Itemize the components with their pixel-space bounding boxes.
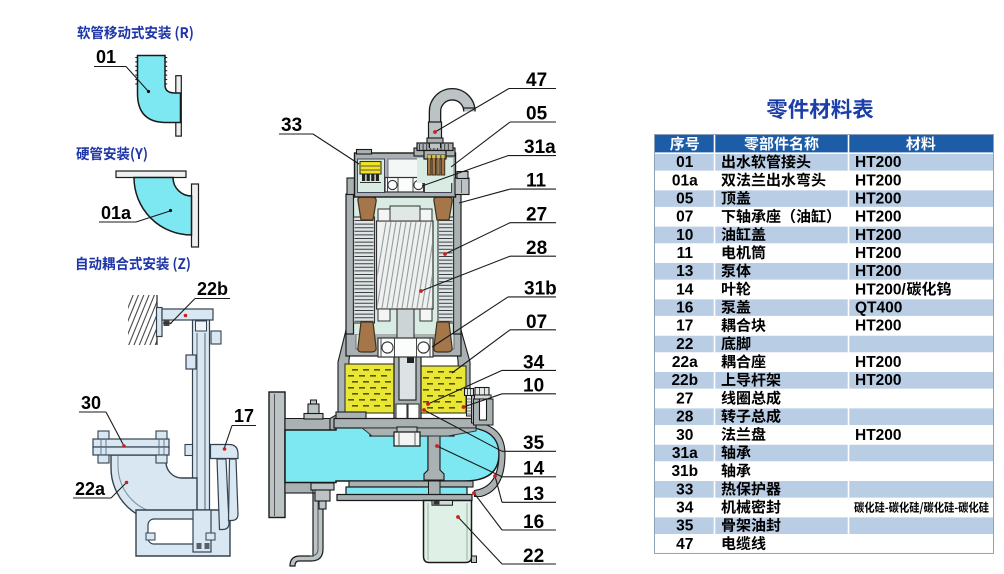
svg-text:14: 14 [523,459,545,480]
svg-text:33: 33 [281,115,302,136]
svg-text:31a: 31a [672,445,698,462]
svg-text:28: 28 [676,409,694,426]
svg-text:05: 05 [676,191,694,208]
svg-text:47: 47 [676,536,693,553]
svg-text:31b: 31b [524,279,557,300]
svg-text:22: 22 [676,336,693,353]
svg-text:34: 34 [676,499,694,516]
svg-text:34: 34 [523,352,545,373]
svg-text:HT200: HT200 [855,427,902,444]
svg-text:HT200: HT200 [855,209,902,226]
svg-text:01a: 01a [101,203,132,223]
svg-text:07: 07 [526,312,547,333]
svg-text:22: 22 [523,546,544,567]
svg-text:17: 17 [676,318,693,335]
svg-text:HT200: HT200 [855,245,902,262]
svg-text:47: 47 [526,70,547,91]
svg-text:33: 33 [676,481,694,498]
svg-text:30: 30 [81,393,101,413]
svg-text:HT200: HT200 [855,372,902,389]
svg-text:HT200: HT200 [855,172,902,189]
svg-text:05: 05 [526,104,548,125]
svg-text:27: 27 [526,204,547,225]
svg-text:QT400: QT400 [855,300,902,317]
svg-text:16: 16 [676,300,694,317]
svg-text:13: 13 [523,484,544,505]
svg-text:01: 01 [676,154,694,171]
svg-text:HT200: HT200 [855,354,902,371]
svg-text:HT200: HT200 [855,191,902,208]
svg-text:HT200: HT200 [855,263,902,280]
svg-text:11: 11 [526,171,547,192]
svg-text:22a: 22a [672,354,698,371]
svg-text:35: 35 [523,433,545,454]
svg-text:22b: 22b [197,279,228,299]
svg-text:13: 13 [676,263,694,280]
svg-text:10: 10 [676,227,693,244]
svg-text:22b: 22b [671,372,698,389]
svg-text:22a: 22a [75,479,106,499]
svg-text:01: 01 [96,47,116,67]
svg-text:HT200: HT200 [855,318,902,335]
svg-text:01a: 01a [672,172,698,189]
svg-text:31a: 31a [524,137,556,158]
svg-text:10: 10 [523,376,544,397]
svg-text:30: 30 [676,427,693,444]
svg-text:07: 07 [676,209,693,226]
svg-text:HT200: HT200 [855,154,902,171]
svg-text:14: 14 [676,281,694,298]
svg-text:27: 27 [676,390,693,407]
svg-text:HT200/: HT200/ [855,281,907,298]
svg-text:35: 35 [676,518,694,535]
svg-text:HT200: HT200 [855,227,902,244]
svg-text:11: 11 [677,245,694,262]
svg-text:16: 16 [523,512,544,533]
svg-text:31b: 31b [671,463,698,480]
svg-text:17: 17 [234,406,254,426]
svg-text:28: 28 [526,238,547,259]
